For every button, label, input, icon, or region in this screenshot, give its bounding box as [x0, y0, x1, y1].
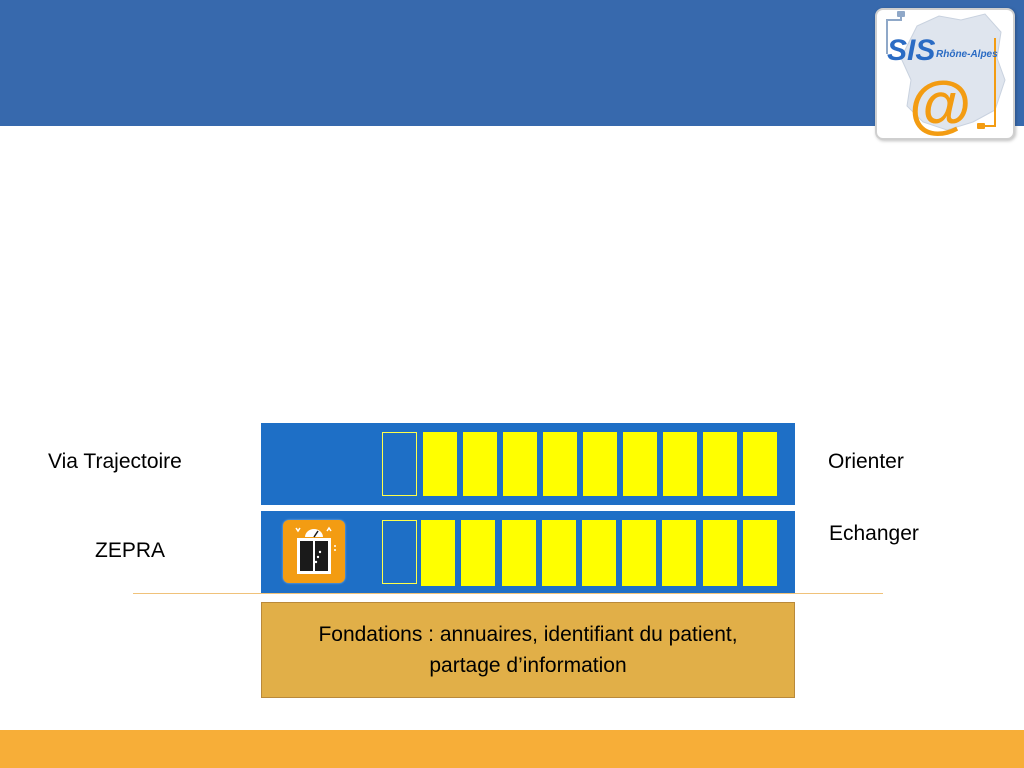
yellow-cell	[662, 520, 696, 586]
logo-region-text: Rhône-Alpes	[936, 49, 998, 60]
sis-rhone-alpes-logo: SIS Rhône-Alpes @	[875, 8, 1015, 140]
logo-graphic: SIS Rhône-Alpes @	[886, 11, 1006, 138]
row-label-via-trajectoire: Via Trajectoire	[48, 450, 182, 473]
outlined-cell	[382, 432, 417, 496]
foundations-line-2: partage d’information	[429, 654, 627, 677]
row-label-orienter: Orienter	[828, 450, 904, 473]
yellow-cell	[703, 432, 737, 496]
yellow-cell	[622, 520, 656, 586]
elevator-app-icon	[283, 520, 345, 583]
foundations-box: Fondations : annuaires, identifiant du p…	[261, 602, 795, 698]
yellow-cell	[582, 520, 616, 586]
separator-line	[133, 593, 883, 594]
foundations-line-1: Fondations : annuaires, identifiant du p…	[318, 623, 738, 646]
service-row-orienter	[261, 423, 795, 505]
row-label-zepra: ZEPRA	[95, 539, 166, 562]
yellow-cell	[623, 432, 657, 496]
logo-brand-text: SIS	[887, 34, 935, 67]
footer-band	[0, 730, 1024, 768]
service-row-echanger	[261, 511, 795, 594]
elevator-icon	[295, 526, 336, 574]
yellow-cell	[503, 432, 537, 496]
yellow-cell	[663, 432, 697, 496]
yellow-cell	[743, 432, 777, 496]
outlined-cell	[382, 520, 417, 584]
yellow-cell	[463, 432, 497, 496]
yellow-cell	[423, 432, 457, 496]
yellow-cell	[703, 520, 737, 586]
yellow-cell	[542, 520, 576, 586]
yellow-cell	[583, 432, 617, 496]
yellow-cell	[421, 520, 455, 586]
yellow-cell	[461, 520, 495, 586]
row-label-echanger: Echanger	[829, 522, 919, 545]
yellow-cell	[502, 520, 536, 586]
yellow-cell	[743, 520, 777, 586]
logo-at-symbol: @	[909, 68, 971, 138]
yellow-cell	[543, 432, 577, 496]
header-band	[0, 0, 1024, 126]
